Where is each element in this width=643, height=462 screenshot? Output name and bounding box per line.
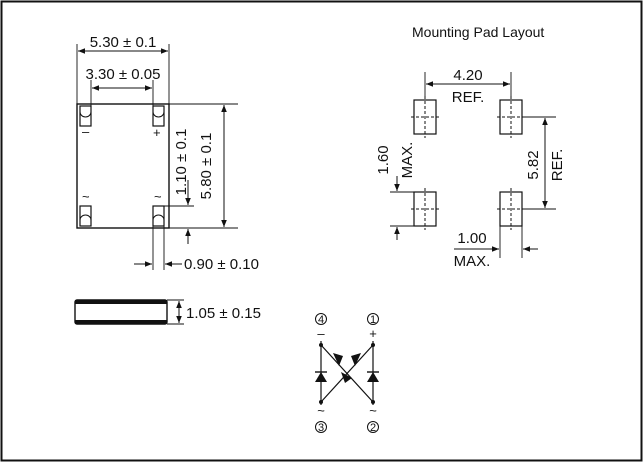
- dim-pad-len-max: MAX.: [399, 142, 416, 179]
- pin-2-circle: [367, 421, 379, 433]
- schematic-ac-2: ~: [369, 403, 377, 418]
- pin-1-circle: [367, 313, 379, 325]
- mark-minus: –: [82, 124, 90, 139]
- dim-h-spacing-ref: REF.: [452, 89, 485, 106]
- mark-plus: +: [153, 125, 161, 140]
- package-body: [76, 103, 170, 229]
- dim-pad-width: 0.90 ± 0.10: [184, 256, 259, 273]
- diode-right: [367, 372, 379, 382]
- schematic-minus: –: [317, 326, 325, 341]
- mounting-pad-layout: Mounting Pad Layout 4.20 REF. 1.60 MAX. …: [375, 24, 566, 270]
- dim-pad-len: 1.60: [375, 145, 392, 174]
- pin-1-label: 1: [370, 314, 376, 326]
- pad-layout-title: Mounting Pad Layout: [412, 24, 544, 40]
- pin-2-label: 2: [370, 422, 376, 434]
- pad-top-right: [152, 105, 165, 127]
- pin-3-label: 3: [318, 422, 324, 434]
- package-top-view: – + ~ ~ 5.30 ± 0.1 3.30 ± 0.05 5.80 ± 0.…: [76, 34, 259, 273]
- schematic-plus: +: [369, 326, 377, 341]
- pad-bottom-right: [152, 205, 165, 227]
- dim-pad-spacing: 3.30 ± 0.05: [86, 66, 161, 83]
- dim-width-total: 5.30 ± 0.1: [90, 34, 157, 51]
- pin-4-circle: [315, 313, 327, 325]
- mark-ac-left: ~: [82, 189, 90, 204]
- diode-diag-center: [341, 372, 352, 383]
- dim-length-total: 5.80 ± 0.1: [198, 133, 215, 200]
- dim-h-spacing: 4.20: [453, 67, 482, 84]
- schematic-ac-1: ~: [317, 403, 325, 418]
- dim-v-spacing: 5.82: [525, 150, 542, 179]
- diode-diag-right: [351, 353, 361, 366]
- mark-ac-right: ~: [154, 189, 162, 204]
- dim-pad-wid-max: MAX.: [454, 253, 491, 270]
- dim-v-spacing-ref: REF.: [549, 149, 566, 182]
- dim-pad-height: 1.10 ± 0.1: [173, 129, 190, 196]
- dim-thickness: 1.05 ± 0.15: [186, 305, 261, 322]
- pad-bottom-left: [79, 205, 92, 227]
- bridge-schematic: 4 1 3 2 – + ~ ~: [315, 313, 379, 434]
- dim-pad-wid: 1.00: [457, 230, 486, 247]
- diode-left: [315, 372, 327, 382]
- diode-diag-left: [333, 353, 343, 366]
- pin-4-label: 4: [318, 314, 324, 326]
- pad-top-left: [79, 105, 92, 127]
- pin-3-circle: [315, 421, 327, 433]
- package-side-view: 1.05 ± 0.15: [74, 299, 261, 325]
